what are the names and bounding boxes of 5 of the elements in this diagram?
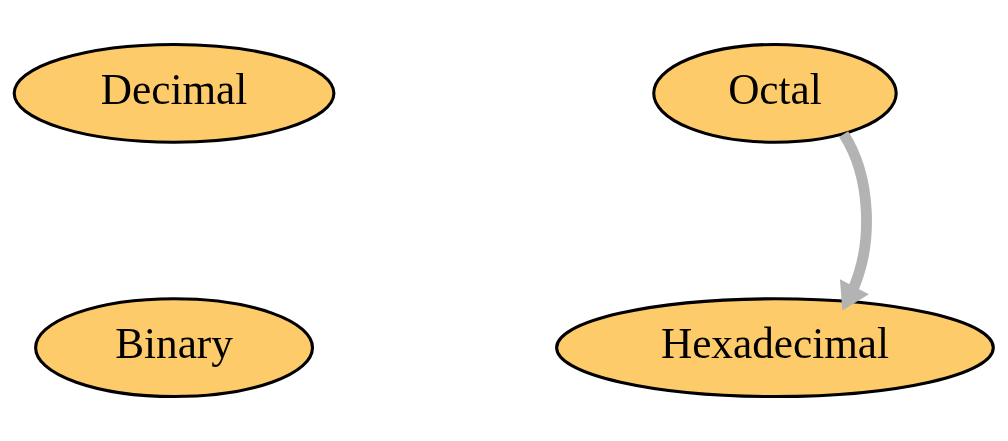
node-ellipse: Binary: [34, 297, 315, 399]
arrow: [838, 131, 872, 311]
node-ellipse: Octal: [652, 42, 898, 144]
node-ellipse: Decimal: [12, 42, 336, 144]
node-ellipse: Hexadecimal: [555, 297, 995, 399]
